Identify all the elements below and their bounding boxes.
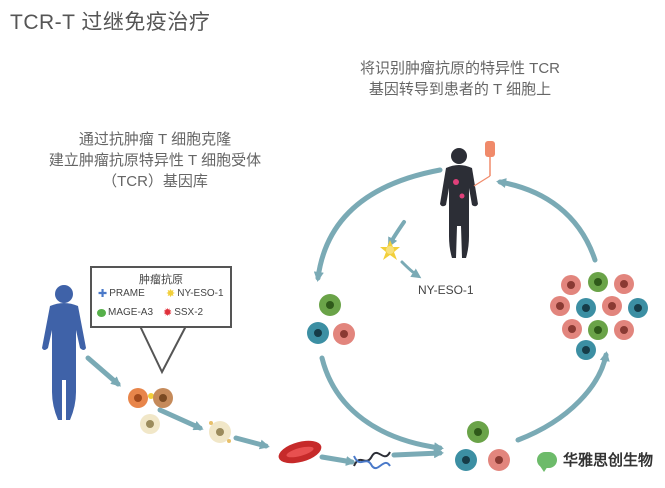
page-title: TCR-T 过继免疫治疗 bbox=[10, 11, 211, 34]
legend-item-ny-eso-1: ✸ NY-ESO-1 bbox=[166, 288, 224, 299]
cell-orange bbox=[128, 388, 154, 408]
cycle-arrow-top-left bbox=[313, 167, 443, 282]
patient-person-icon bbox=[440, 141, 495, 258]
legend-item-prame: ✚ PRAME bbox=[98, 288, 145, 299]
pipeline-cells bbox=[128, 388, 391, 469]
legend-item-label: SSX-2 bbox=[174, 307, 204, 318]
arrow-to-antigen bbox=[388, 220, 406, 248]
pipeline-arrow-5 bbox=[391, 448, 444, 459]
pipeline-arrow-3 bbox=[233, 435, 270, 450]
cycle-bottom-cells bbox=[455, 421, 510, 471]
tumor-antigen-legend: 肿瘤抗原 ✚ PRAME ✸ NY-ESO-1 MAGE-A3 ✹ SSX-2 bbox=[90, 266, 232, 328]
caption-left-line3: （TCR）基因库 bbox=[102, 173, 208, 190]
pipeline-arrow-1 bbox=[85, 355, 122, 387]
cycle-left-cells bbox=[307, 294, 355, 345]
yellow-star-icon: ✸ bbox=[166, 287, 176, 300]
legend-item-mage-a3: MAGE-A3 bbox=[97, 307, 153, 318]
green-blob-icon bbox=[97, 308, 106, 317]
caption-tcr-transduction: 将识别肿瘤抗原的特异性 TCR 基因转导到患者的 T 细胞上 bbox=[335, 58, 585, 100]
cell-tan bbox=[153, 388, 173, 408]
iv-bag-icon bbox=[485, 141, 495, 157]
pipeline-arrow-4 bbox=[319, 454, 356, 466]
watermark: 华雅思创生物 bbox=[536, 449, 653, 472]
caption-tcr-library: 通过抗肿瘤 T 细胞克隆 建立肿瘤抗原特异性 T 细胞受体 （TCR）基因库 bbox=[25, 129, 285, 192]
legend-item-label: MAGE-A3 bbox=[108, 307, 154, 318]
viral-vector-icon bbox=[278, 440, 322, 464]
legend-title: 肿瘤抗原 bbox=[139, 274, 183, 286]
wechat-icon bbox=[536, 451, 557, 472]
donor-person-icon bbox=[42, 285, 86, 420]
blue-cross-icon: ✚ bbox=[98, 287, 108, 300]
cell-cream bbox=[140, 414, 160, 434]
legend-item-label: NY-ESO-1 bbox=[177, 288, 224, 299]
cycle-arrow-left-bottom bbox=[319, 355, 444, 453]
caption-right-line1: 将识别肿瘤抗原的特异性 TCR bbox=[360, 60, 560, 77]
caption-left-line1: 通过抗肿瘤 T 细胞克隆 bbox=[78, 131, 232, 148]
legend-item-ssx-2: ✹ SSX-2 bbox=[163, 307, 203, 318]
cell-cream-2 bbox=[209, 421, 231, 443]
cycle-arrow-right-top bbox=[496, 178, 598, 263]
red-spiky-icon: ✹ bbox=[163, 306, 173, 319]
legend-item-label: PRAME bbox=[109, 288, 145, 299]
expanded-cells-cluster bbox=[550, 272, 648, 360]
caption-right-line2: 基因转导到患者的 T 细胞上 bbox=[368, 81, 552, 98]
antigen-label: NY-ESO-1 bbox=[418, 283, 474, 297]
pipeline-arrows bbox=[85, 355, 444, 466]
dna-icon bbox=[353, 451, 391, 469]
cycle-arrow-bottom-right bbox=[515, 351, 610, 443]
arrow-antigen-to-label bbox=[400, 260, 422, 279]
legend-callout-pointer bbox=[139, 325, 187, 375]
pipeline-arrow-2 bbox=[157, 407, 204, 431]
watermark-text: 华雅思创生物 bbox=[562, 452, 653, 469]
cycle-arrows bbox=[313, 167, 610, 453]
caption-left-line2: 建立肿瘤抗原特异性 T 细胞受体 bbox=[48, 152, 262, 169]
ny-eso-1-antigen-icon bbox=[380, 240, 400, 260]
